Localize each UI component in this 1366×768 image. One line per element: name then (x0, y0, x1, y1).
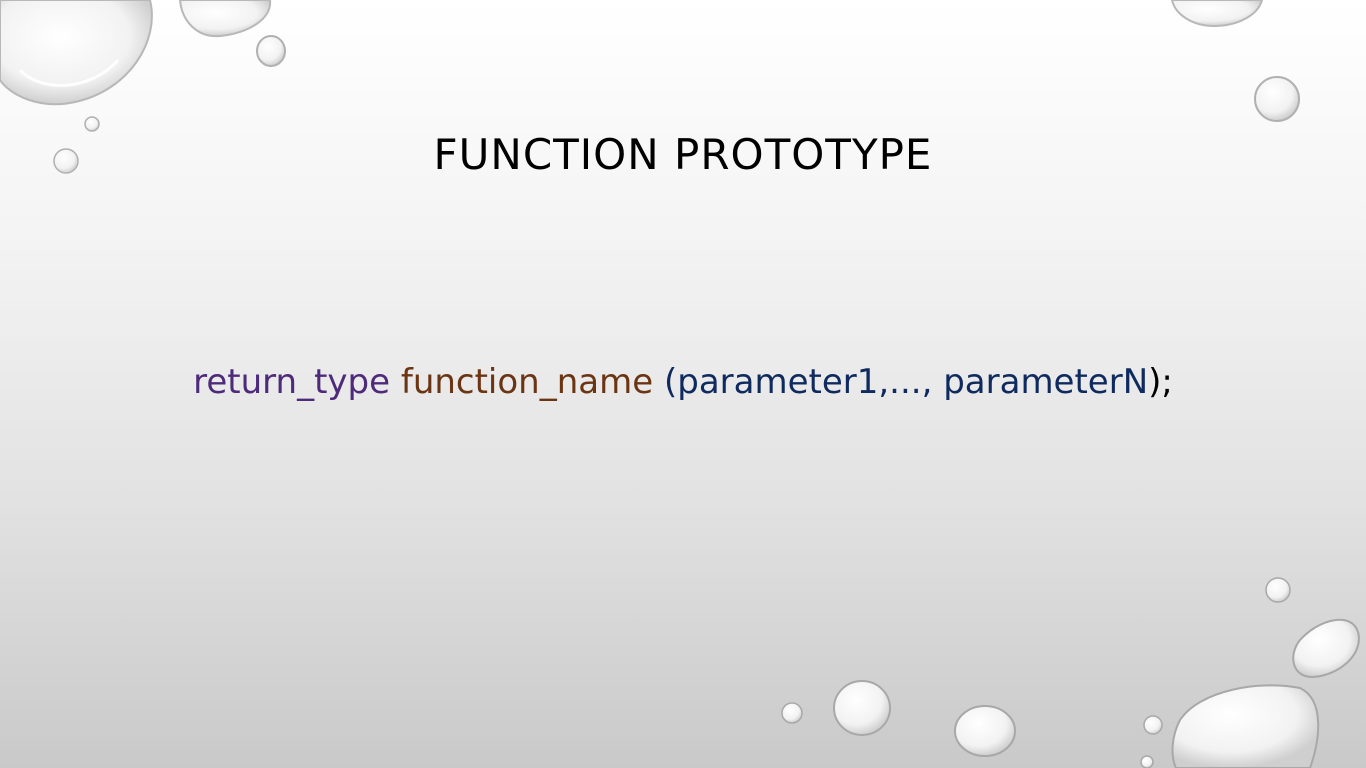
function-prototype-syntax: return_type function_name (parameter1,..… (0, 362, 1366, 402)
water-drop (954, 705, 1016, 757)
water-drop (1143, 715, 1163, 735)
water-drop (1171, 684, 1320, 768)
water-drop (1140, 755, 1154, 768)
return-type-token: return_type (193, 362, 391, 402)
slide-title: FUNCTION PROTOTYPE (433, 130, 933, 179)
water-drop (1265, 577, 1291, 603)
water-drop (1170, 0, 1264, 28)
water-drop (833, 680, 891, 736)
water-drop (256, 35, 286, 67)
water-drop (1254, 76, 1300, 122)
water-drop (178, 0, 272, 38)
water-drop (1292, 618, 1360, 679)
water-drop (53, 148, 79, 174)
parameters-token: (parameter1,..., parameterN (663, 362, 1149, 402)
water-drop (781, 702, 803, 724)
water-drop (84, 116, 100, 132)
terminator-token: ); (1148, 362, 1173, 402)
function-name-token: function_name (400, 362, 654, 402)
water-drop (0, 0, 153, 106)
